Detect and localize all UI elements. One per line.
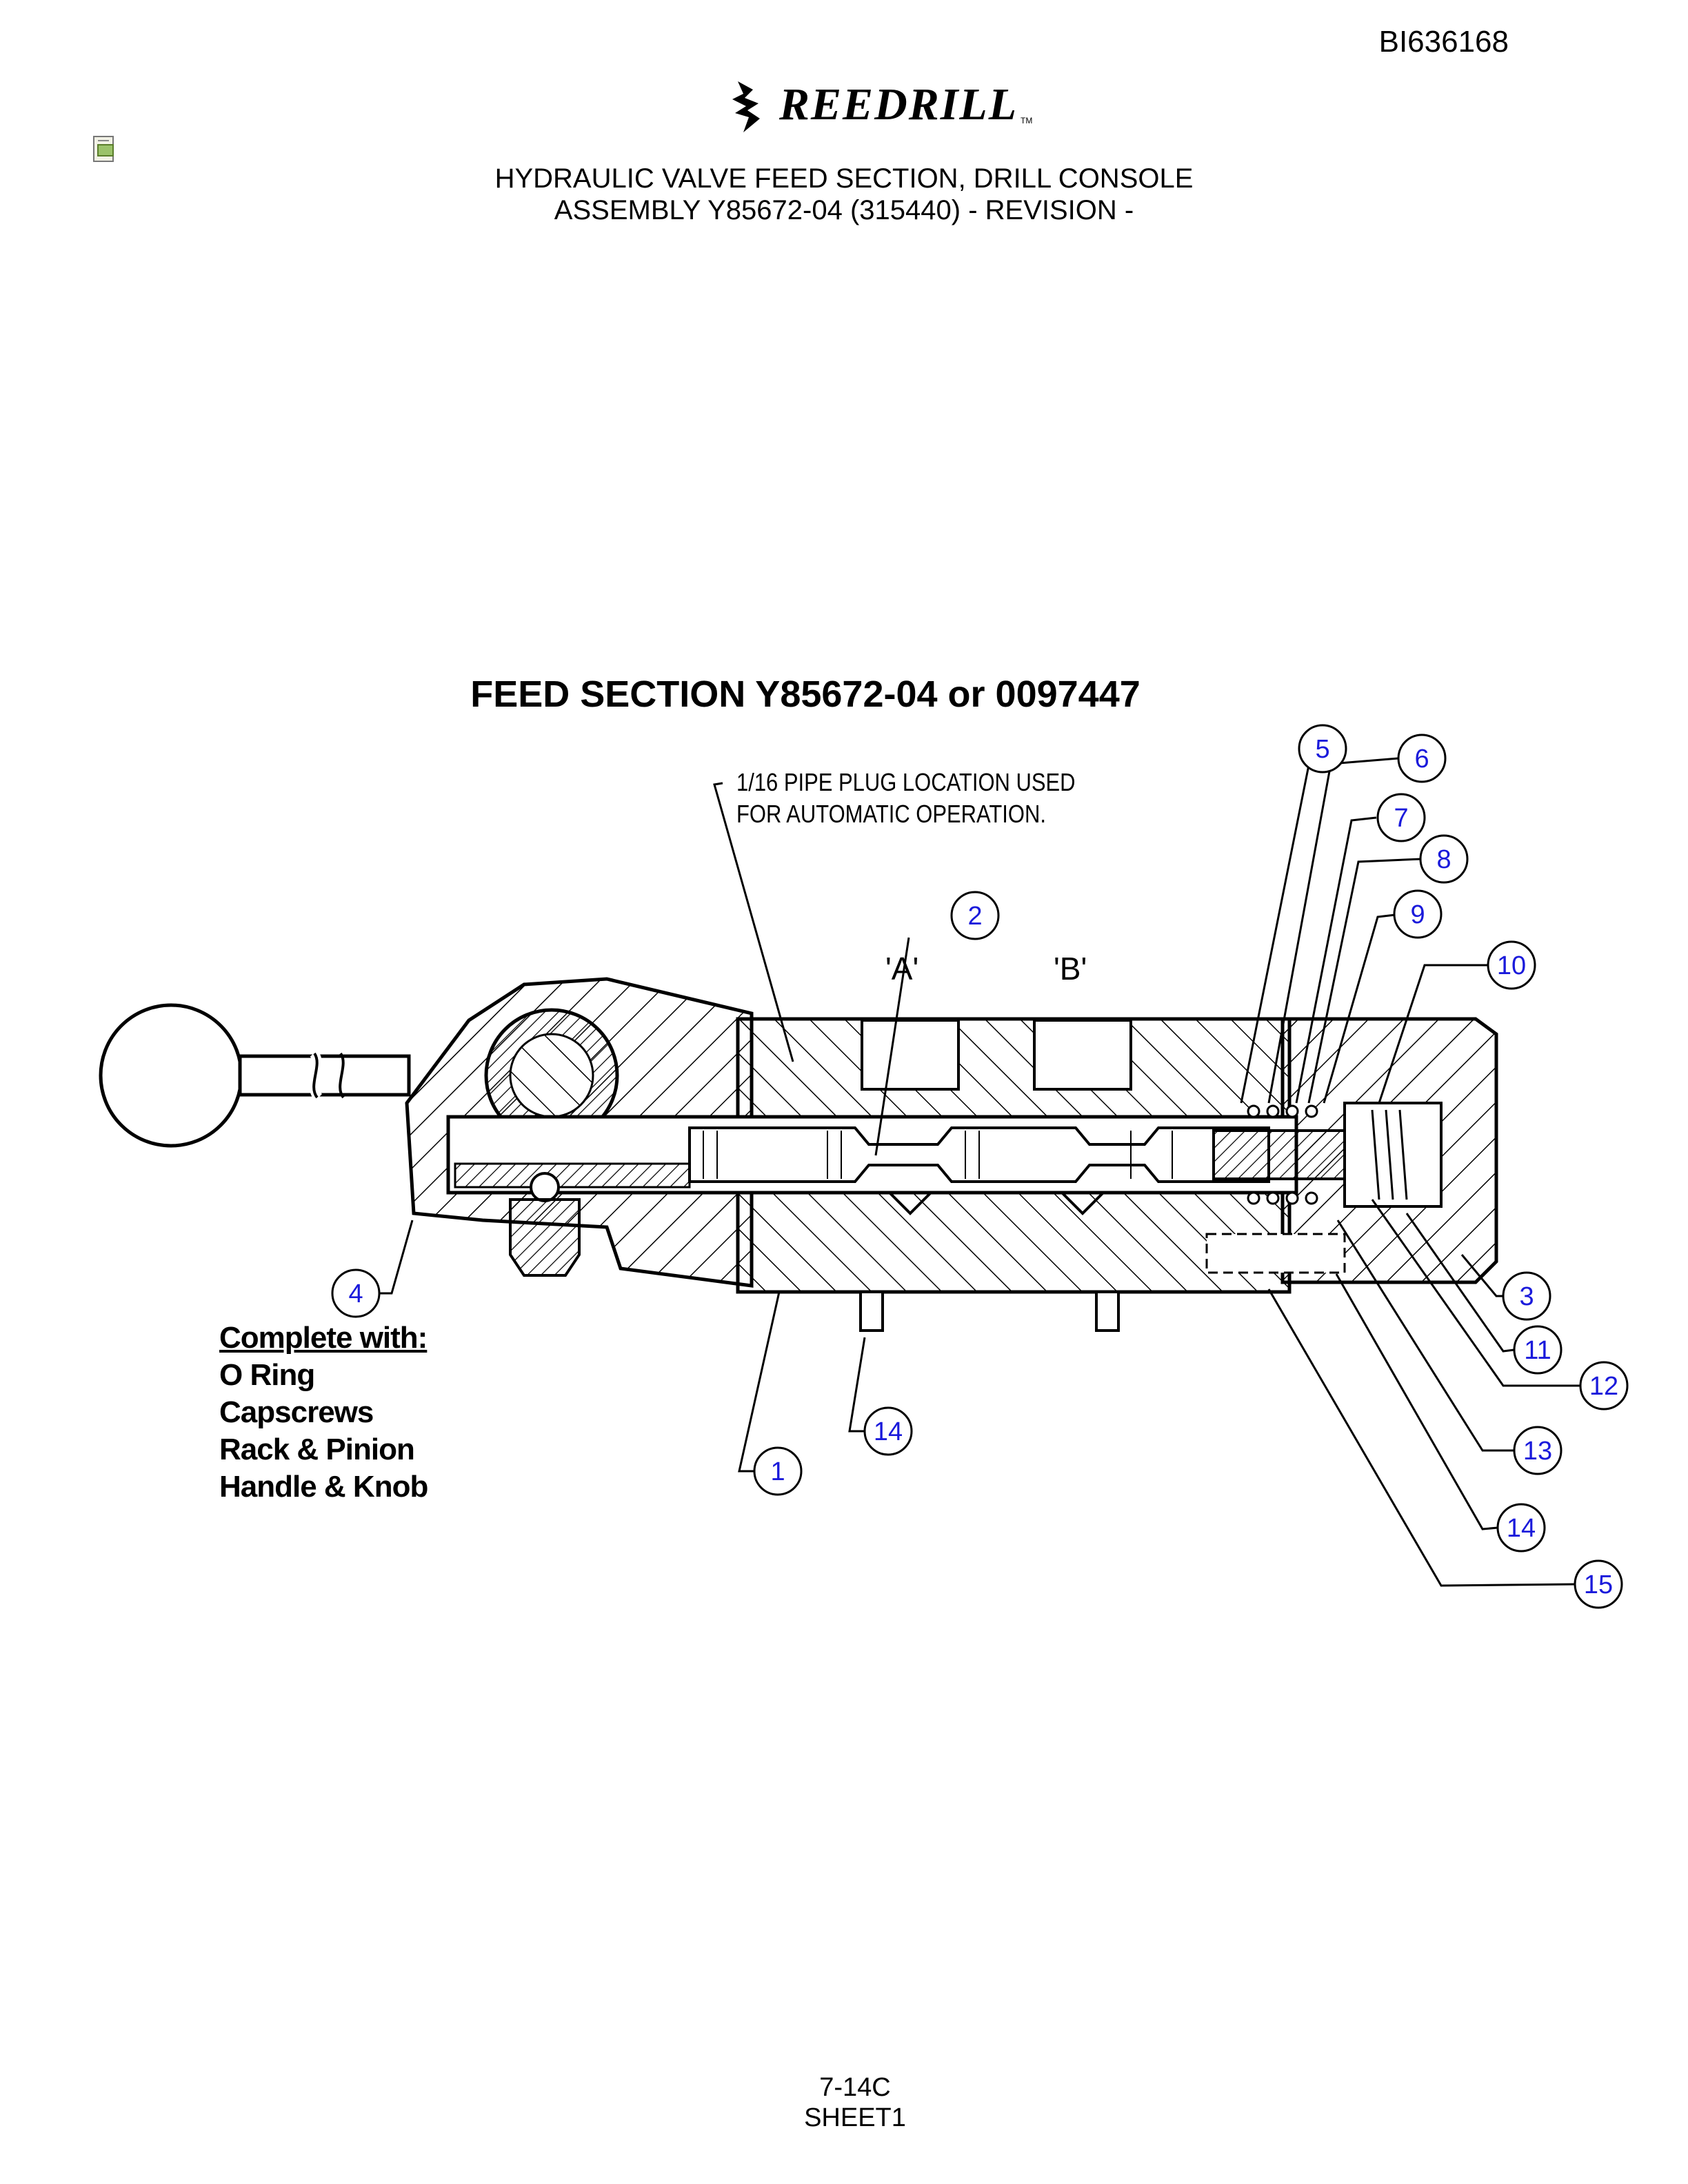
- balloon-6: 6: [1397, 734, 1447, 783]
- list-item: Capscrews: [219, 1395, 374, 1429]
- document-icon: [92, 135, 119, 164]
- spring-retainer: [1212, 1129, 1346, 1180]
- balloon-1: 1: [753, 1446, 803, 1496]
- svg-text:2: 2: [967, 902, 982, 931]
- balloon-4: 4: [331, 1268, 381, 1318]
- stud-right: [1095, 1291, 1120, 1332]
- document-id: BI636168: [1378, 25, 1509, 59]
- balloon-14-bottom: 14: [863, 1406, 913, 1456]
- balloon-10: 10: [1487, 940, 1536, 990]
- port-b: [1033, 1019, 1132, 1091]
- rack: [454, 1162, 691, 1189]
- reedrill-logo: REEDRILL TM: [717, 76, 1034, 138]
- logo-brand: REEDRILL: [779, 79, 1018, 130]
- note-line-1: 1/16 PIPE PLUG LOCATION USED: [736, 768, 1076, 796]
- port-a: [861, 1019, 960, 1091]
- svg-text:3: 3: [1519, 1282, 1534, 1311]
- svg-text:4: 4: [348, 1280, 363, 1308]
- pipe-plug-note: 1/16 PIPE PLUG LOCATION USED FOR AUTOMAT…: [736, 767, 1076, 830]
- svg-text:1: 1: [770, 1457, 785, 1486]
- balloon-13: 13: [1513, 1426, 1563, 1475]
- page-number: 7-14C: [819, 2073, 891, 2102]
- svg-text:7: 7: [1394, 804, 1408, 833]
- balloon-9: 9: [1393, 889, 1443, 939]
- balloon-5: 5: [1298, 724, 1347, 774]
- svg-text:10: 10: [1497, 951, 1526, 980]
- balloon-12: 12: [1579, 1361, 1629, 1410]
- svg-text:14: 14: [874, 1417, 903, 1446]
- list-item: Rack & Pinion: [219, 1433, 415, 1466]
- svg-text:6: 6: [1414, 745, 1429, 774]
- svg-text:14: 14: [1507, 1514, 1536, 1543]
- list-item: O Ring: [219, 1358, 315, 1392]
- handle-rod: [238, 1054, 411, 1097]
- balloon-14-right: 14: [1496, 1503, 1546, 1553]
- logo-mark-icon: [732, 81, 760, 132]
- svg-text:12: 12: [1589, 1372, 1618, 1401]
- list-item: Handle & Knob: [219, 1470, 428, 1504]
- header-line-2: ASSEMBLY Y85672-04 (315440) - REVISION -: [554, 195, 1134, 225]
- header-line-1: HYDRAULIC VALVE FEED SECTION, DRILL CONS…: [494, 163, 1194, 194]
- logo-trademark: TM: [1021, 116, 1033, 125]
- stud-left: [859, 1291, 884, 1332]
- port-b-label: 'B': [1054, 951, 1087, 987]
- svg-text:9: 9: [1410, 900, 1425, 929]
- detent-plug: [509, 1198, 581, 1277]
- page-footer: 7-14C SHEET1: [0, 2072, 1688, 2133]
- balloon-3: 3: [1502, 1271, 1551, 1321]
- balloon-2: 2: [950, 891, 1000, 940]
- handle-knob: [99, 1003, 243, 1148]
- sheet-number: SHEET1: [804, 2103, 906, 2132]
- balloon-8: 8: [1419, 834, 1469, 884]
- svg-text:5: 5: [1315, 735, 1329, 764]
- balloon-15: 15: [1574, 1559, 1623, 1609]
- page-header: HYDRAULIC VALVE FEED SECTION, DRILL CONS…: [0, 163, 1688, 226]
- svg-text:8: 8: [1436, 845, 1451, 874]
- balloon-11: 11: [1513, 1325, 1563, 1375]
- svg-text:15: 15: [1584, 1570, 1613, 1599]
- svg-text:11: 11: [1524, 1336, 1551, 1365]
- complete-with-heading: Complete with:: [219, 1321, 428, 1355]
- balloon-7: 7: [1376, 793, 1426, 842]
- svg-text:13: 13: [1523, 1437, 1552, 1466]
- note-line-2: FOR AUTOMATIC OPERATION.: [736, 800, 1046, 828]
- diagram-title: FEED SECTION Y85672-04 or 0097447: [470, 674, 1141, 715]
- complete-with-list: Complete with: O Ring Capscrews Rack & P…: [219, 1320, 428, 1506]
